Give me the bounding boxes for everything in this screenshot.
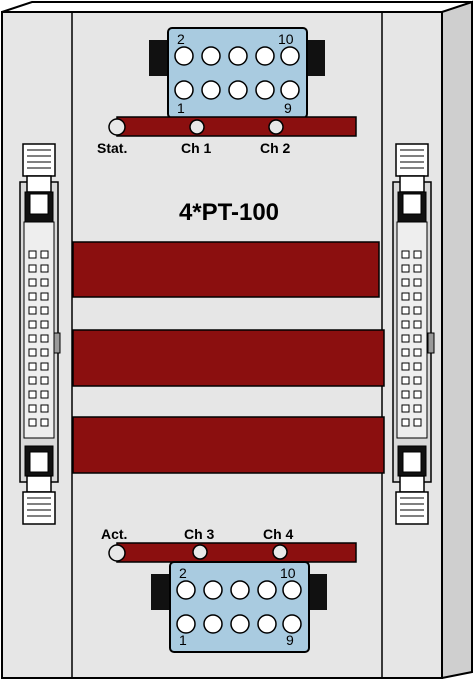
right-top-ejector-lever[interactable] — [395, 143, 429, 223]
status-led-label: Stat. — [97, 140, 127, 156]
label-strip-2 — [72, 329, 385, 387]
top-sensor-connector: 2 10 1 9 — [149, 27, 325, 119]
bottom-connector-pin-label-2: 2 — [179, 565, 187, 581]
module-title: 4*PT-100 — [179, 199, 279, 226]
label-strip-3 — [72, 416, 385, 474]
channel-1-led-label: Ch 1 — [181, 140, 212, 156]
bottom-sensor-connector: 2 10 1 9 — [151, 561, 327, 653]
top-connector-pin-label-9: 9 — [284, 100, 292, 116]
channel-2-led-label: Ch 2 — [260, 140, 291, 156]
activity-led-label: Act. — [101, 526, 127, 542]
left-ribbon-pins — [28, 250, 49, 427]
bottom-connector-right-latch — [307, 574, 327, 610]
left-ribbon-connector — [19, 143, 61, 525]
bottom-connector-pins — [176, 580, 302, 634]
bottom-led-bar: Act. Ch 3 Ch 4 — [101, 526, 357, 563]
channel-2-led — [268, 119, 284, 135]
top-connector-pin-label-1: 1 — [177, 100, 185, 116]
left-bottom-ejector-lever[interactable] — [22, 445, 56, 525]
status-led — [108, 118, 126, 136]
right-ribbon-pins — [401, 250, 422, 427]
bottom-connector-left-latch — [151, 574, 171, 610]
channel-4-led-label: Ch 4 — [263, 526, 294, 542]
top-led-bar: Stat. Ch 1 Ch 2 — [97, 116, 357, 156]
channel-1-led — [189, 119, 205, 135]
top-connector-right-latch — [305, 40, 325, 76]
bottom-connector-pin-label-1: 1 — [179, 632, 187, 648]
right-ribbon-connector — [392, 143, 435, 525]
label-strip-1 — [72, 241, 380, 298]
top-connector-pins — [174, 46, 300, 100]
left-top-ejector-lever[interactable] — [22, 143, 56, 223]
right-bottom-ejector-lever[interactable] — [395, 445, 429, 525]
top-connector-pin-label-2: 2 — [177, 31, 185, 47]
channel-3-led — [192, 544, 208, 560]
channel-4-led — [272, 544, 288, 560]
channel-3-led-label: Ch 3 — [184, 526, 215, 542]
label-strips — [72, 241, 385, 474]
activity-led — [108, 544, 126, 562]
bottom-connector-pin-label-10: 10 — [280, 565, 296, 581]
top-connector-left-latch — [149, 40, 169, 76]
top-connector-pin-label-10: 10 — [278, 31, 294, 47]
bottom-connector-pin-label-9: 9 — [286, 632, 294, 648]
